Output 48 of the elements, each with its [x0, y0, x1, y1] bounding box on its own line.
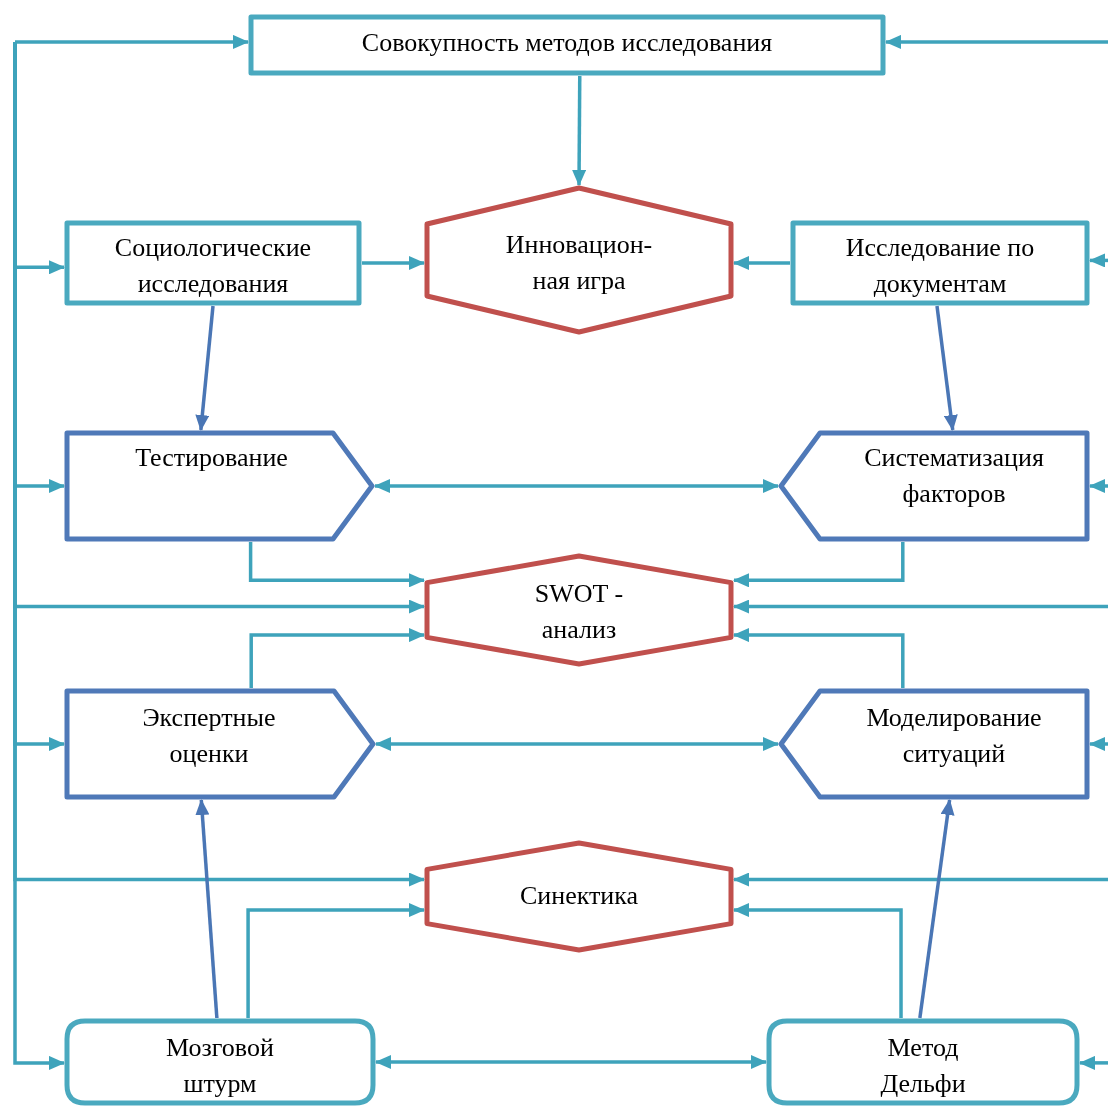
pentagon-node	[778, 430, 1090, 542]
arrow	[374, 479, 779, 493]
arrow	[1089, 253, 1108, 268]
arrow	[733, 256, 790, 270]
rounded-box	[64, 1018, 376, 1106]
arrow	[248, 542, 425, 588]
node-label: Мозговой штурм	[165, 1032, 275, 1100]
node-label: Экспертные оценки	[141, 702, 277, 770]
node-label: Инновацион- ная игра	[504, 229, 654, 297]
arrow	[362, 256, 425, 270]
arrow	[249, 628, 425, 688]
arrow	[733, 903, 903, 1018]
arrow	[375, 1055, 767, 1069]
arrow	[1089, 479, 1108, 493]
arrow	[733, 872, 1108, 887]
node-label: Метод Дельфи	[879, 1032, 967, 1100]
node-label: Совокупность методов исследования	[360, 27, 774, 59]
arrow	[1079, 1055, 1108, 1070]
hexagon-node	[424, 185, 734, 335]
pentagon-node	[64, 688, 376, 800]
arrow	[572, 76, 587, 186]
node-label: Тестирование	[134, 442, 289, 474]
arrow	[733, 628, 905, 688]
arrow	[918, 799, 955, 1019]
arrow	[195, 799, 219, 1019]
node-label: Синектика	[518, 880, 640, 912]
arrow	[885, 34, 1108, 49]
process-box	[790, 220, 1090, 306]
node-label: SWOT - анализ	[533, 578, 625, 646]
node-label: Исследование по документам	[844, 232, 1036, 300]
rounded-box	[766, 1018, 1080, 1106]
arrow	[1089, 737, 1108, 751]
pentagon-node	[64, 430, 375, 542]
arrow	[15, 34, 249, 49]
arrow	[935, 305, 958, 431]
arrow	[733, 542, 905, 588]
node-label: Моделирование ситуаций	[865, 702, 1043, 770]
process-box	[248, 14, 886, 76]
node-label: Систематизация факторов	[863, 442, 1045, 510]
process-box	[64, 220, 362, 306]
arrow	[246, 903, 425, 1018]
arrow	[195, 305, 215, 431]
node-label: Социологические исследования	[113, 232, 313, 300]
pentagon-node	[778, 688, 1090, 800]
arrow	[733, 599, 1108, 614]
hexagon-node	[424, 840, 734, 953]
arrow	[375, 737, 779, 751]
hexagon-node	[424, 553, 734, 667]
